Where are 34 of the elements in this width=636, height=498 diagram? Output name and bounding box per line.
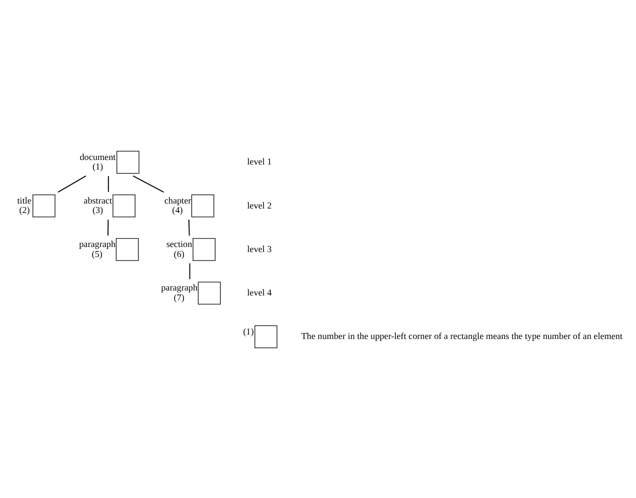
- node-label: (6): [174, 248, 184, 258]
- connector: [188, 218, 190, 236]
- node-box: [112, 194, 136, 217]
- node-box: [254, 324, 278, 348]
- node-label: document: [80, 151, 116, 162]
- connector: [189, 262, 190, 280]
- node-box: [192, 238, 216, 260]
- label: The number in the upper-left corner of a rectangle means the type number of an element: [301, 330, 623, 341]
- label: level 2: [247, 200, 272, 210]
- node-label: (2): [19, 204, 30, 215]
- node-label: (5): [92, 248, 102, 258]
- node-label: paragraph: [79, 238, 116, 249]
- node-label: abstract: [84, 194, 112, 205]
- label: level 4: [247, 287, 272, 298]
- node-box: [116, 150, 140, 174]
- label: level 1: [247, 156, 272, 166]
- connector: [132, 174, 164, 192]
- node-box: [198, 281, 221, 304]
- node-box: [116, 238, 139, 260]
- node-label: (1): [92, 161, 104, 172]
- node-label: (1): [243, 326, 254, 336]
- node-label: (4): [172, 204, 183, 215]
- node-label: (7): [174, 292, 184, 302]
- node-label: chapter: [164, 194, 192, 205]
- label: level 3: [247, 243, 272, 254]
- connector: [107, 218, 109, 236]
- node-label: section: [166, 238, 192, 249]
- connector: [58, 174, 86, 192]
- node-label: title: [17, 194, 32, 205]
- connector: [108, 175, 109, 192]
- node-box: [191, 194, 214, 217]
- node-label: (3): [92, 204, 104, 215]
- node-label: paragraph: [161, 282, 198, 292]
- node-box: [32, 194, 56, 217]
